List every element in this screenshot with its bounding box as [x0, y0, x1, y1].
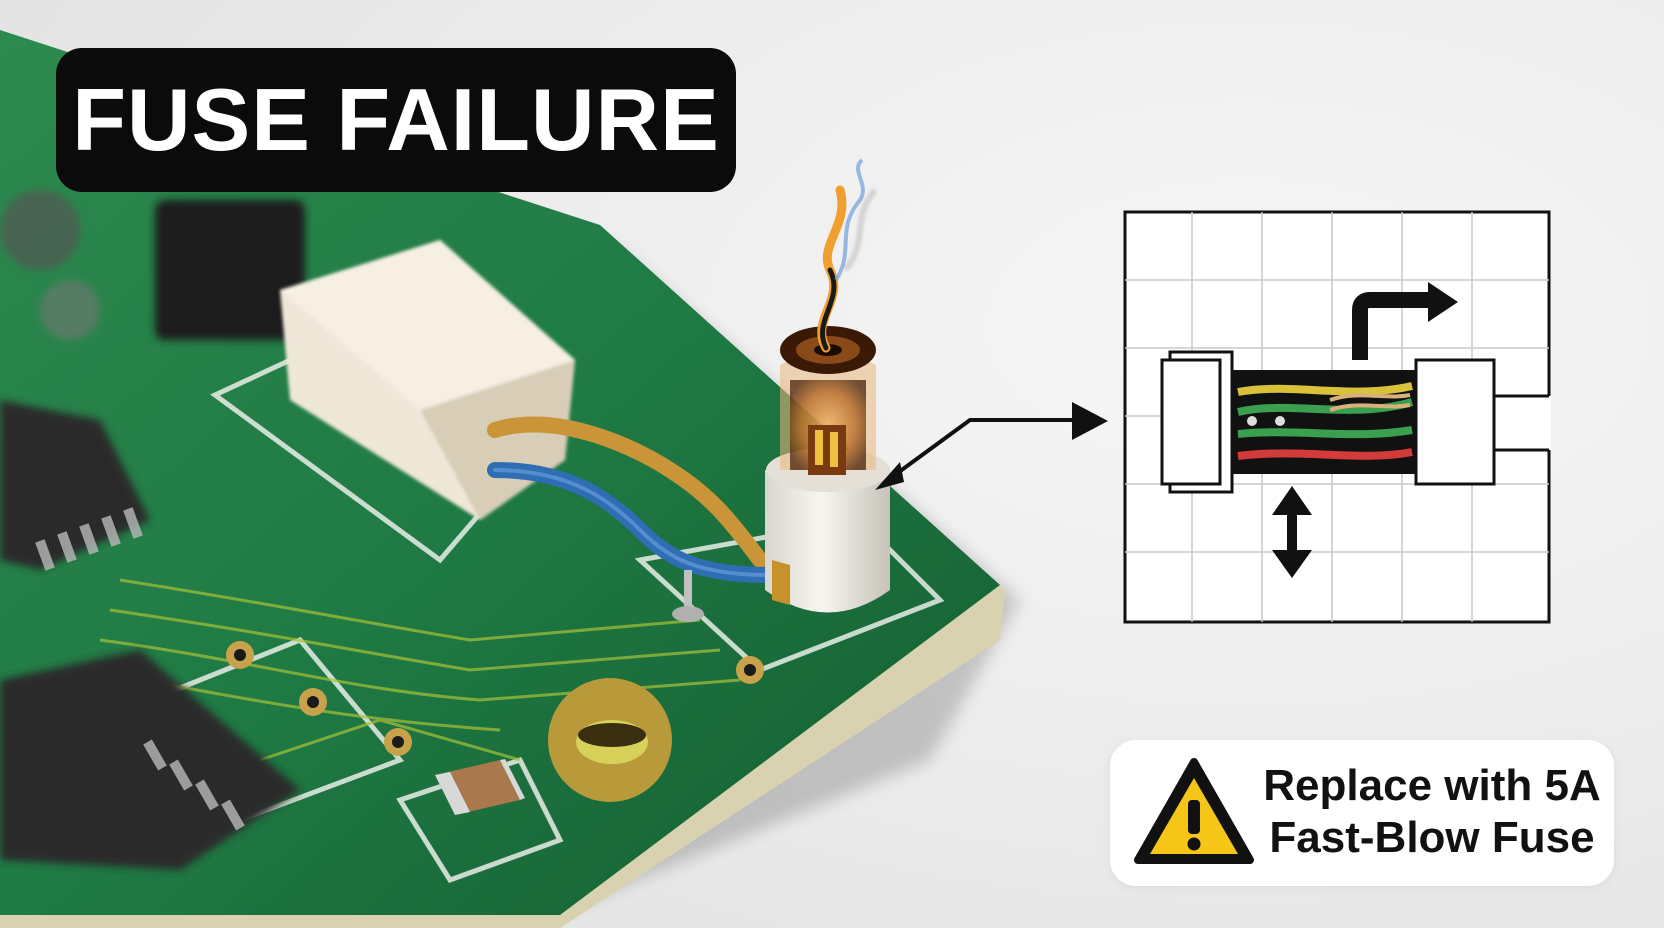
- warning-message: Replace with 5A Fast-Blow Fuse: [1260, 760, 1604, 864]
- blown-fuse: [765, 158, 890, 613]
- fuse-diagram-inset: [1123, 210, 1551, 624]
- circuit-board: [0, 30, 1020, 928]
- page-title: FUSE FAILURE: [72, 70, 720, 169]
- warning-line-2: Fast-Blow Fuse: [1269, 813, 1595, 862]
- warning-line-1: Replace with 5A: [1263, 761, 1601, 810]
- pointer-arrow: [875, 402, 1108, 490]
- warning-triangle-icon: [1134, 758, 1254, 864]
- title-badge: FUSE FAILURE: [56, 48, 736, 192]
- warning-callout: Replace with 5A Fast-Blow Fuse: [1110, 740, 1614, 886]
